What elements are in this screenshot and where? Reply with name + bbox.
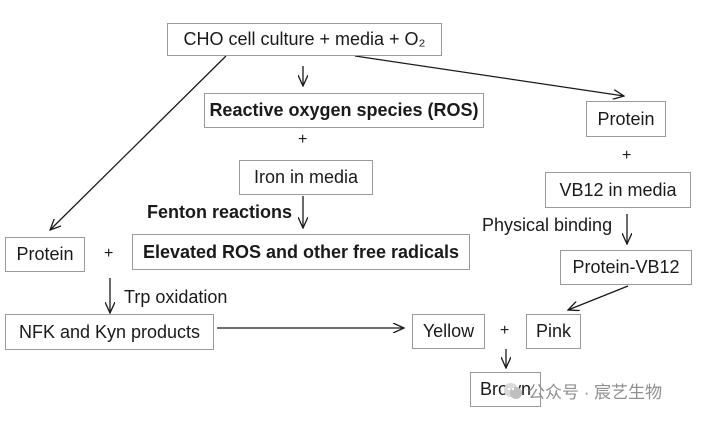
node-nfk-kyn: NFK and Kyn products [5, 314, 214, 350]
arrow-protein-vb12-to-pink [568, 285, 629, 310]
watermark-text: 公众号 · 宸艺生物 [528, 383, 663, 402]
label-fenton-reactions: Fenton reactions [147, 202, 293, 222]
node-elevated-ros: Elevated ROS and other free radicals [132, 234, 470, 270]
arrow-cho-to-protein-right [354, 55, 624, 96]
plus-protein-vb12: + [622, 147, 632, 164]
node-protein-left: Protein [5, 237, 85, 272]
plus-yellow-pink: + [500, 322, 510, 339]
node-cho-culture: CHO cell culture + media + O₂ [167, 23, 442, 56]
node-ros: Reactive oxygen species (ROS) [204, 93, 484, 128]
plus-protein-ros: + [104, 245, 114, 262]
watermark: 公众号 · 宸艺生物 [502, 378, 662, 403]
node-protein-right: Protein [586, 101, 666, 137]
node-yellow: Yellow [412, 314, 485, 349]
label-physical-binding: Physical binding [482, 215, 613, 235]
plus-ros-iron: + [298, 131, 308, 148]
node-protein-vb12: Protein-VB12 [560, 250, 692, 285]
node-pink: Pink [526, 314, 581, 349]
node-vb12-media: VB12 in media [545, 172, 691, 208]
label-trp-oxidation: Trp oxidation [124, 287, 228, 307]
node-iron-media: Iron in media [239, 160, 373, 195]
arrow-cho-to-protein-left [50, 55, 227, 230]
wechat-logo-icon [504, 382, 522, 399]
